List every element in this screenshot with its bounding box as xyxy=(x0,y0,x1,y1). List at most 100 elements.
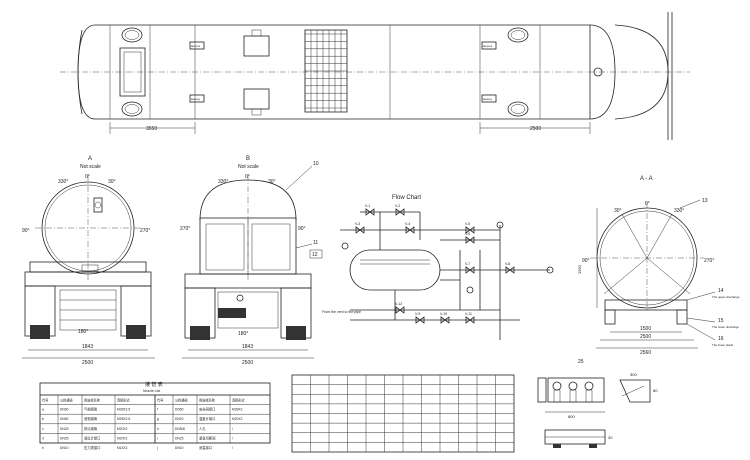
nozzle-header: 连接形式 xyxy=(117,398,131,403)
nozzle-cell: / xyxy=(232,436,233,440)
plate-label-1: ветроз xyxy=(191,44,201,48)
b-angle-right: 90° xyxy=(298,226,306,232)
nozzle-cell: DN50 xyxy=(175,408,184,412)
a-dim-overall: 2500 xyxy=(82,360,93,366)
nozzle-cell: 压力表接口 xyxy=(84,445,100,450)
nozzle-cell: DN10 xyxy=(175,446,184,450)
a-angle-top: 0° xyxy=(85,174,90,180)
top-dim-right: 2500 xyxy=(530,126,541,132)
valve-label: V-1 xyxy=(365,204,370,208)
b-angle-bottom: 180° xyxy=(238,331,248,337)
valve-symbol: V-5 xyxy=(465,222,475,234)
nozzle-table-subtitle: Nozzle List xyxy=(143,389,160,393)
a-dim-width: 1843 xyxy=(82,344,93,350)
aa-angle-ul: 30° xyxy=(614,208,622,214)
valve-label: V-2 xyxy=(395,204,400,208)
nozzle-cell: 温度计接口 xyxy=(199,416,215,421)
valve-symbol: V-8 xyxy=(505,262,515,274)
nozzle-header: 代号 xyxy=(157,398,163,403)
detail-dim-d: 30 xyxy=(608,435,613,440)
a-angle-ul: 330° xyxy=(58,179,68,185)
b-angle-ur: 30° xyxy=(268,179,276,185)
valve-symbol: V-11 xyxy=(465,312,475,324)
nozzle-cell: M14X2 xyxy=(117,446,128,450)
nozzle-table-title: 接 管 表 xyxy=(145,381,163,388)
nozzle-header: 公称通径 xyxy=(60,398,74,403)
aa-angle-ur: 330° xyxy=(674,208,684,214)
nozzle-cell: 液位计接口 xyxy=(84,435,100,440)
nozzle-cell: j xyxy=(156,446,158,450)
detail-dim-b: 300 xyxy=(630,372,637,377)
nozzle-header: 公称通径 xyxy=(175,398,189,403)
nozzle-cell: M39X2.5 xyxy=(117,417,130,421)
valve-symbol: V-9 xyxy=(415,312,425,324)
nozzle-cell: M39X2 xyxy=(232,408,243,412)
nozzle-cell: DN50 xyxy=(60,408,69,412)
aa-dim-outer: 2560 xyxy=(640,350,651,356)
nozzle-cell: a xyxy=(42,408,44,412)
valve-label: V-8 xyxy=(505,262,510,266)
aa-dim-side: 1950 xyxy=(577,264,582,274)
valve-symbol: V-2 xyxy=(395,204,405,216)
aa-callout-15: 15 xyxy=(718,318,724,324)
valve-symbol: V-12 xyxy=(395,302,405,314)
valve-symbol: V-6 xyxy=(465,232,475,244)
view-a: A Not scale 0° 330° 30° 90° 270° 180° 18… xyxy=(22,156,155,366)
valve-label: V-12 xyxy=(395,302,402,306)
valve-symbol: V-1 xyxy=(365,204,375,216)
nozzle-cell: h xyxy=(157,427,159,431)
b-callout-11: 11 xyxy=(313,240,318,246)
nozzle-header: 代号 xyxy=(42,398,48,403)
nozzle-cell: g xyxy=(157,417,159,421)
valve-label: V-3 xyxy=(355,222,360,226)
b-callout-10: 10 xyxy=(313,161,319,167)
nozzle-cell: f xyxy=(157,408,158,412)
nozzle-cell: 人孔 xyxy=(199,426,206,431)
detail-view: 25 800 300 80 30 xyxy=(537,359,658,448)
b-dim-width: 1843 xyxy=(242,344,253,350)
aa-callout-16: 16 xyxy=(718,336,724,342)
nozzle-cell: 测温接口 xyxy=(199,445,212,450)
nozzle-cell: DN10 xyxy=(60,446,69,450)
view-b-subtitle: Not scale xyxy=(238,164,259,170)
detail-title: 25 xyxy=(578,359,584,365)
nozzle-cell: c xyxy=(42,427,44,431)
nozzle-cell: 气相接管 xyxy=(84,407,98,412)
valve-label: V-9 xyxy=(415,312,420,316)
aa-angle-right: 270° xyxy=(704,258,714,264)
aa-callout-text-2: The lower discharge xyxy=(712,325,739,329)
valve-symbol: V-7 xyxy=(465,262,475,274)
valve-symbol: V-10 xyxy=(440,312,450,324)
aa-angle-top: 0° xyxy=(645,201,650,207)
plate-label-3: ветроз xyxy=(483,44,493,48)
aa-callout-14: 14 xyxy=(718,288,724,294)
valve-label: V-4 xyxy=(405,222,410,226)
valve-label: V-10 xyxy=(440,312,447,316)
nozzle-cell: M20X2 xyxy=(117,436,128,440)
flow-chart-title: Flow Chart xyxy=(392,195,421,201)
nozzle-cell: i xyxy=(157,436,158,440)
top-dim-left: 3550 xyxy=(146,126,157,132)
flow-note: From the vent to the pipe xyxy=(322,310,361,314)
view-a-title: A xyxy=(88,156,92,162)
b-dim-overall: 2500 xyxy=(242,360,253,366)
nozzle-cell: 紧急切断阀 xyxy=(199,435,215,440)
valve-label: V-7 xyxy=(465,262,470,266)
plate-label-4: выход xyxy=(483,97,492,101)
nozzle-cell: e xyxy=(42,446,44,450)
view-a-subtitle: Not scale xyxy=(80,164,101,170)
b-angle-left: 270° xyxy=(180,226,190,232)
a-angle-right: 270° xyxy=(140,228,150,234)
aa-dim-bottom: 1500 xyxy=(640,326,651,332)
nozzle-cell: b xyxy=(42,417,44,421)
nozzle-cell: / xyxy=(232,446,233,450)
aa-angle-left: 90° xyxy=(582,258,590,264)
valve-label: V-11 xyxy=(465,312,472,316)
nozzle-cell: M39X2.5 xyxy=(117,408,130,412)
nozzle-header: 用途或名称 xyxy=(199,398,216,403)
b-angle-ul: 330° xyxy=(218,179,228,185)
valve-symbol: V-4 xyxy=(405,222,415,234)
nozzle-cell: DN25 xyxy=(60,436,69,440)
nozzle-cell: DN25 xyxy=(175,436,184,440)
